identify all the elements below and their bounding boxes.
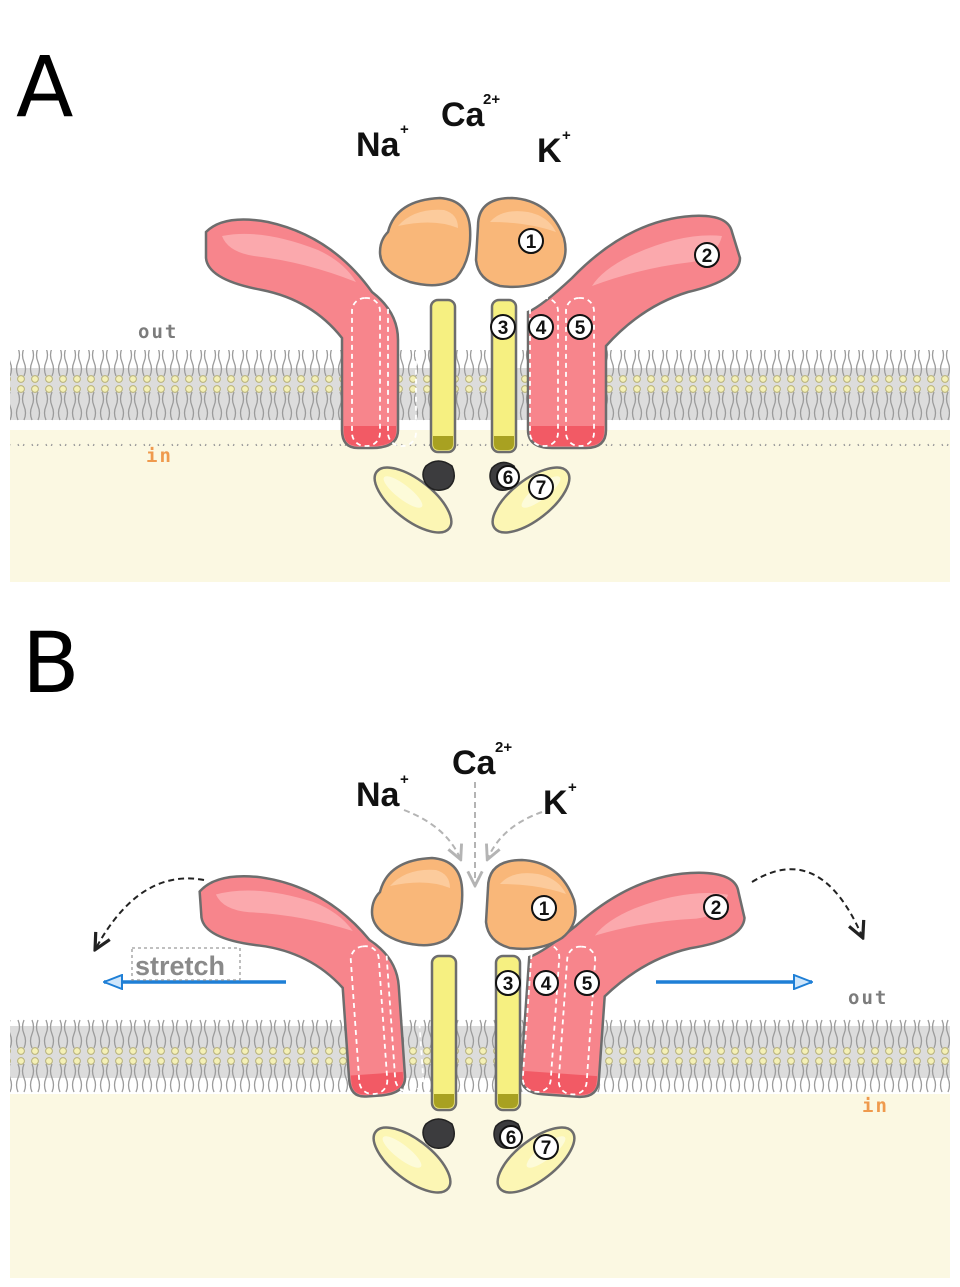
- pore-helix-left: [430, 954, 458, 1112]
- side-out-label: out: [138, 321, 178, 343]
- svg-text:1: 1: [539, 899, 550, 920]
- svg-text:6: 6: [503, 468, 514, 489]
- marker-5: 5: [567, 314, 593, 340]
- marker-4: 4: [528, 314, 554, 340]
- ion-k-symbol: K: [543, 784, 568, 822]
- ion-ca: Ca 2+: [441, 91, 500, 134]
- svg-text:2: 2: [711, 898, 722, 919]
- ion-na-charge: +: [400, 121, 409, 138]
- marker-6: 6: [496, 465, 520, 489]
- ion-k-charge: +: [568, 779, 577, 796]
- svg-text:4: 4: [541, 974, 552, 995]
- ion-ca: Ca 2+: [452, 739, 512, 782]
- blade-motion-arrow-right: [751, 868, 862, 936]
- cap-left: [370, 856, 464, 947]
- ion-na-symbol: Na: [356, 776, 401, 814]
- beam-left: [372, 1126, 452, 1194]
- marker-1: 1: [531, 895, 557, 921]
- side-in-label: in: [862, 1095, 889, 1117]
- pore-helix-left: [429, 298, 457, 454]
- cytoplasm-region: [10, 430, 950, 582]
- ion-influx-arrow-k: [488, 811, 543, 858]
- marker-2: 2: [694, 242, 720, 268]
- marker-5: 5: [574, 970, 600, 996]
- lipid-bilayer: [10, 1008, 950, 1104]
- marker-3: 3: [490, 314, 516, 340]
- latch-left: [422, 1118, 455, 1149]
- panel-a: A out in Na + Ca 2+ K +: [10, 38, 950, 582]
- ion-k-symbol: K: [537, 132, 562, 170]
- ion-na-symbol: Na: [356, 126, 401, 164]
- svg-text:1: 1: [526, 232, 537, 253]
- side-out-label: out: [848, 987, 888, 1009]
- side-in-label: in: [146, 445, 173, 467]
- svg-text:3: 3: [503, 974, 514, 995]
- marker-6: 6: [499, 1125, 523, 1149]
- ion-ca-symbol: Ca: [441, 96, 486, 134]
- marker-7: 7: [533, 1134, 559, 1160]
- cytoplasm-region: [10, 1094, 950, 1278]
- cap-right: [484, 858, 577, 951]
- svg-text:3: 3: [498, 318, 509, 339]
- ion-k: K +: [543, 779, 577, 822]
- svg-text:7: 7: [536, 478, 547, 499]
- ion-na: Na +: [356, 771, 409, 814]
- marker-3: 3: [495, 970, 521, 996]
- ion-k: K +: [537, 127, 571, 170]
- lipid-bilayer: [10, 350, 950, 446]
- marker-4: 4: [533, 970, 559, 996]
- panel-letter-a: A: [16, 38, 73, 136]
- svg-text:6: 6: [506, 1128, 517, 1149]
- svg-text:5: 5: [575, 318, 586, 339]
- svg-text:7: 7: [541, 1138, 552, 1159]
- blade-motion-arrow-left: [96, 877, 205, 948]
- ion-na-charge: +: [400, 771, 409, 788]
- ion-ca-charge: 2+: [495, 739, 512, 756]
- svg-text:5: 5: [582, 974, 593, 995]
- cap-left: [378, 196, 472, 287]
- ion-na: Na +: [356, 121, 409, 164]
- svg-text:4: 4: [536, 318, 547, 339]
- ion-ca-symbol: Ca: [452, 744, 497, 782]
- marker-1: 1: [518, 228, 544, 254]
- stretch-label-box: [131, 947, 241, 981]
- svg-text:2: 2: [702, 246, 713, 267]
- panel-letter-b: B: [22, 614, 80, 712]
- latch-left: [422, 460, 455, 491]
- stretch-label: stretch: [135, 951, 225, 981]
- marker-7: 7: [528, 474, 554, 500]
- ion-influx-arrow-na: [403, 809, 460, 858]
- ion-k-charge: +: [562, 127, 571, 144]
- ion-ca-charge: 2+: [483, 91, 500, 108]
- marker-2: 2: [703, 894, 729, 920]
- beam-left: [373, 466, 453, 534]
- panel-b: B out in Na + Ca 2+ K + stretch: [10, 614, 950, 1278]
